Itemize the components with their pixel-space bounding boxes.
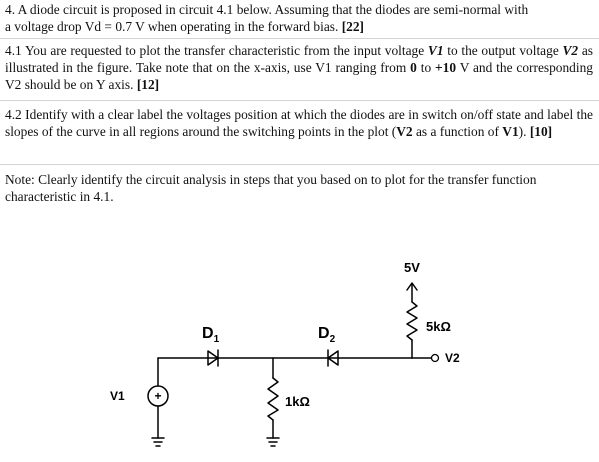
diode-d2 xyxy=(327,349,339,367)
ground-icon xyxy=(266,437,280,447)
question-4-line-1: 4. A diode circuit is proposed in circui… xyxy=(5,2,529,17)
output-terminal xyxy=(430,353,440,363)
separator xyxy=(0,100,599,101)
output-label: V2 xyxy=(445,351,460,365)
resistor-5k xyxy=(406,301,418,341)
question-4-1: 4.1 You are requested to plot the transf… xyxy=(5,43,593,93)
source-plus-sign: + xyxy=(154,389,161,403)
input-voltage-label: V1 xyxy=(427,43,444,58)
arrow-up-icon xyxy=(406,282,418,291)
supply-label: 5V xyxy=(404,260,420,275)
question-4-2: 4.2 Identify with a clear label the volt… xyxy=(5,107,593,140)
input-label: V1 xyxy=(110,389,125,403)
separator xyxy=(0,164,599,165)
output-voltage-label: V2 xyxy=(562,43,579,58)
question-4-marks: [22] xyxy=(341,19,364,35)
d1-label: D1 xyxy=(202,325,220,345)
ground-icon xyxy=(151,437,165,447)
r-top-label: 5kΩ xyxy=(426,319,451,334)
diode-d1 xyxy=(207,349,219,367)
d2-label: D2 xyxy=(318,325,336,345)
separator xyxy=(0,38,599,39)
r-bottom-label: 1kΩ xyxy=(285,394,310,409)
question-4-line-2: a voltage drop Vd = 0.7 V when operating… xyxy=(5,19,364,35)
resistor-1k xyxy=(267,377,279,421)
note: Note: Clearly identify the circuit analy… xyxy=(5,172,537,205)
question-4-2-marks: [10] xyxy=(529,124,553,140)
question-4-1-marks: [12] xyxy=(136,77,160,93)
question-4-intro: 4. A diode circuit is proposed in circui… xyxy=(5,1,593,35)
circuit-diagram: 5V D1 D2 5kΩ 1kΩ V2 V1 + xyxy=(110,260,460,447)
